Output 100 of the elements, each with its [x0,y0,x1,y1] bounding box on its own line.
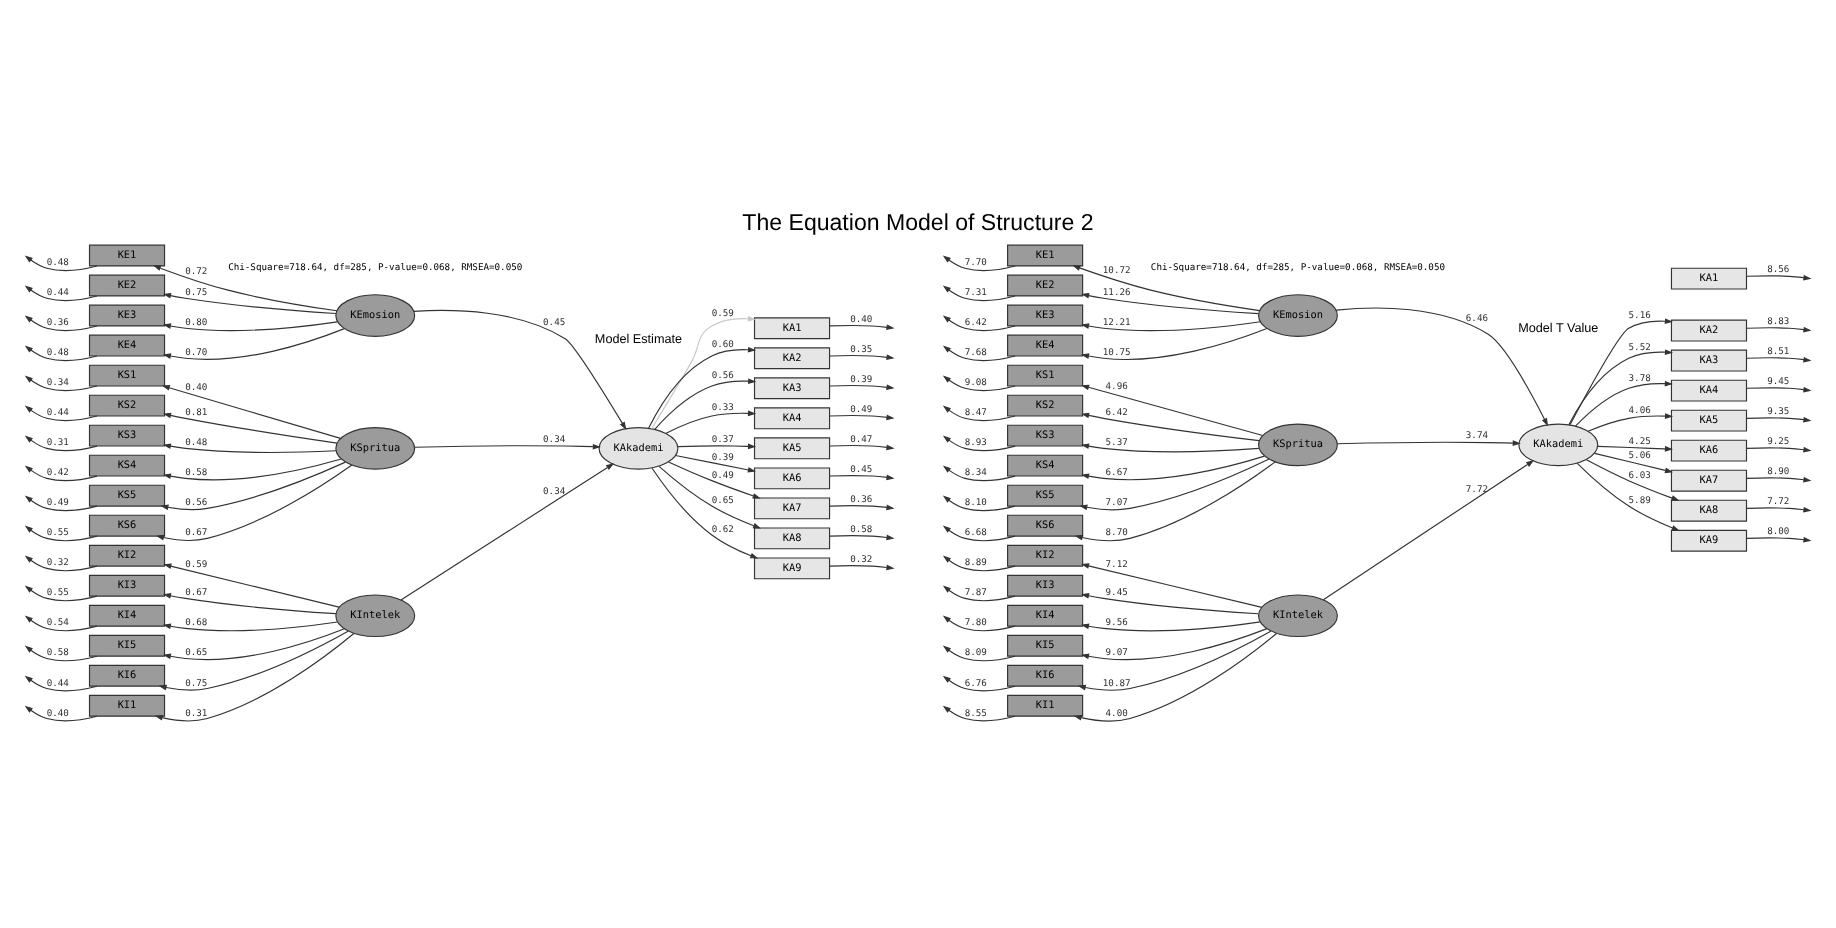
arrow [161,385,342,439]
arrow [829,534,895,541]
arrow [162,443,337,453]
arrow [677,443,757,450]
arrow [1746,446,1812,453]
arrow [162,458,342,481]
arrow [24,255,98,272]
arrow [163,412,338,444]
arrow [1080,455,1266,481]
arrow [1080,327,1268,360]
arrow [651,467,759,559]
arrow [1080,621,1261,632]
arrow [942,375,1016,392]
arrow [1077,630,1272,691]
arrow [1080,443,1260,453]
arrow [24,585,98,602]
arrow [1569,318,1673,426]
arrow [942,705,1016,722]
arrow [829,414,895,421]
arrow [942,525,1016,542]
arrow [1587,413,1674,432]
arrow [152,265,338,312]
arrow [674,454,756,473]
arrow [162,292,337,315]
arrow [942,285,1016,302]
arrow [1746,476,1812,483]
arrow [24,555,98,572]
arrow [1746,356,1812,363]
arrow [1322,460,1535,601]
arrow [942,345,1016,362]
arrow [24,615,98,632]
arrow [1079,458,1270,511]
arrow [1081,563,1263,608]
arrow [1746,274,1812,281]
arrow [414,443,601,450]
arrow [829,504,895,511]
arrow [942,315,1016,332]
arrow [162,321,339,332]
arrow [1746,506,1812,513]
arrow [24,675,98,692]
arrow [942,495,1016,512]
arrow [1081,292,1260,315]
arrow [24,645,98,662]
arrow [1074,461,1276,542]
arrow [1594,452,1674,474]
arrow [1081,412,1260,442]
arrow [829,354,895,361]
arrow [162,628,345,661]
arrow [24,285,98,302]
arrow [24,495,98,512]
arrow [1080,321,1261,332]
arrow [942,615,1016,632]
arrow [648,346,757,429]
arrow [942,405,1016,422]
arrow [1597,445,1673,452]
arrow [658,465,762,529]
arrow [154,632,355,722]
arrow [24,435,98,452]
arrow [829,324,895,331]
arrow [1080,628,1268,661]
arrow [1335,307,1549,427]
arrow [1568,349,1674,426]
arrow [1574,380,1673,427]
arrow [24,525,98,542]
arrow [942,555,1016,572]
arrow [400,463,615,601]
arrow [942,645,1016,662]
arrow [24,315,98,332]
arrow [1073,632,1278,722]
arrow [1336,440,1521,446]
arrow [829,444,895,451]
arrow [1072,265,1261,312]
arrow [1746,536,1812,543]
arrow [667,461,761,499]
arrow [1081,384,1264,437]
arrow [1746,416,1812,423]
arrow [829,474,895,481]
arrow [24,465,98,482]
diagram-title: The Equation Model of Structure 2 [742,211,1094,236]
arrow [942,675,1016,692]
arrow [162,593,337,615]
arrow [1081,593,1260,615]
arrow [160,461,346,511]
arrow [829,384,895,391]
arrow [942,435,1016,452]
arrow [413,309,627,430]
arrow [24,375,98,392]
arrow [162,621,339,632]
arrow [665,410,757,434]
arrow [1585,459,1680,501]
arrow [1746,386,1812,393]
arrow [24,405,98,422]
arrow [163,563,340,608]
arrow [24,705,98,722]
arrow [24,345,98,362]
arrow [651,315,756,430]
arrow [829,564,895,571]
arrow [158,630,349,691]
arrow [654,378,757,430]
arrow [162,328,345,360]
